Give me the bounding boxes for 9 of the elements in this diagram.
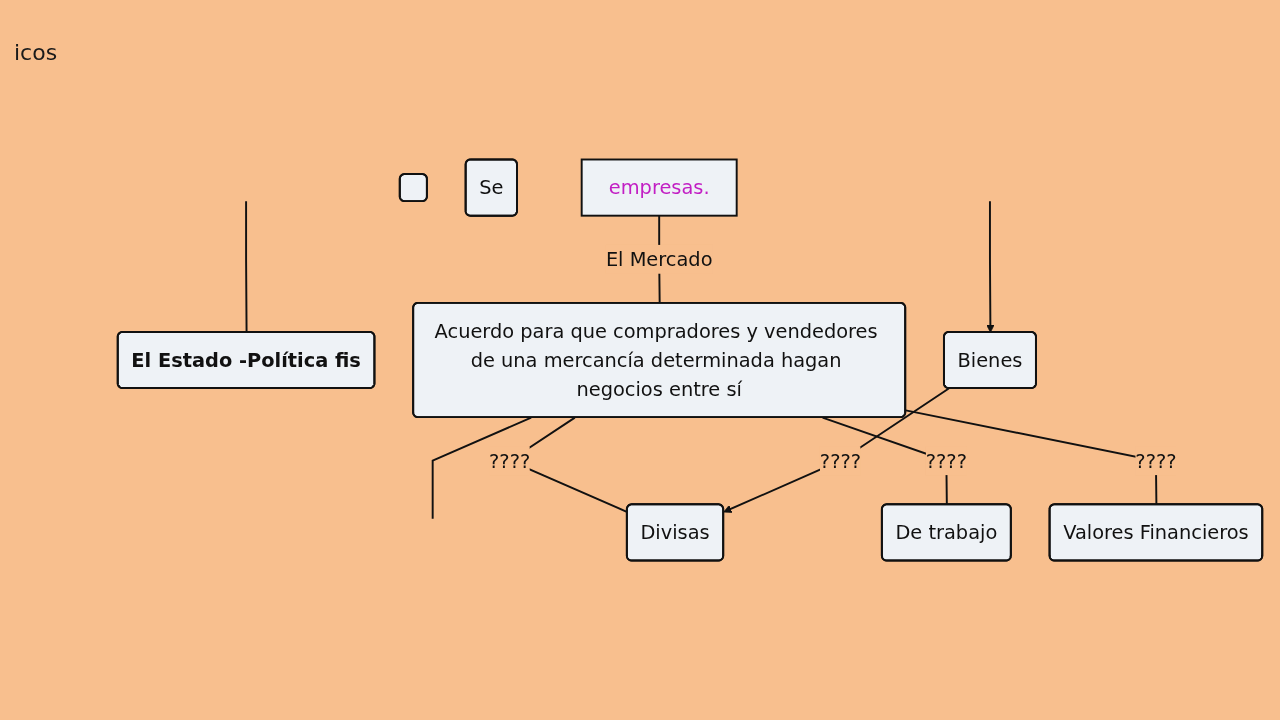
arrow xyxy=(986,200,995,333)
text-fragment: icos xyxy=(14,40,58,65)
node-box: empresas. xyxy=(580,158,738,217)
edge-label: ???? xyxy=(1135,449,1177,473)
edge-label: El Mercado xyxy=(605,247,713,271)
edge-label: ???? xyxy=(819,449,861,473)
edge-label: ???? xyxy=(489,449,531,473)
edge-label: ???? xyxy=(925,449,967,473)
connector xyxy=(431,416,533,520)
